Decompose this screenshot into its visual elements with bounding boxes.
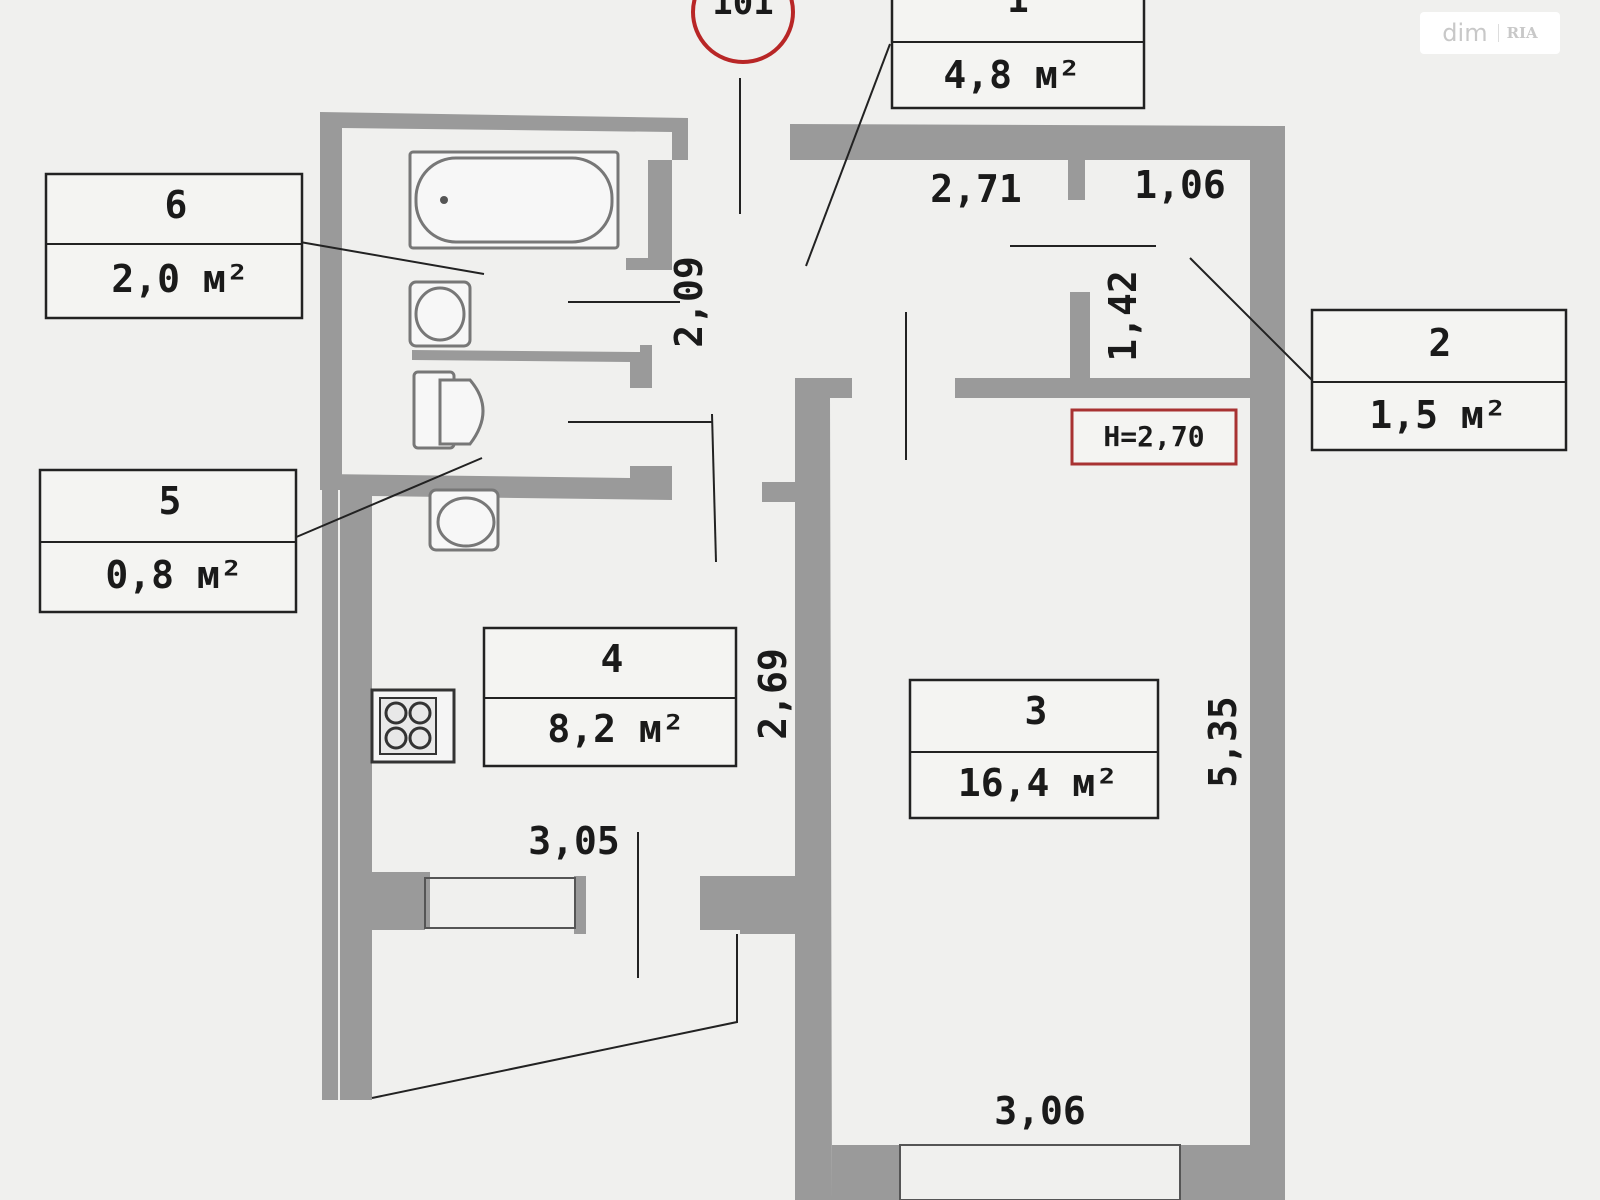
room-label-4: 4 8,2 м² xyxy=(482,626,738,768)
room-area: 0,8 м² xyxy=(105,553,242,597)
dimension-label: 1,42 xyxy=(1101,270,1145,362)
wc-sink-bowl xyxy=(436,496,496,548)
toilet-icon xyxy=(438,378,485,446)
dimension-label: 3,05 xyxy=(528,819,620,863)
kitchen-right-wall xyxy=(688,876,795,934)
room-area: 16,4 м² xyxy=(958,761,1118,805)
door-lines xyxy=(568,78,1156,978)
closet-wall xyxy=(955,292,1270,398)
room-number: 3 xyxy=(1025,689,1048,733)
right-top-wall xyxy=(790,124,1285,1200)
window-frame xyxy=(899,1144,1181,1200)
watermark-sub: RIA xyxy=(1497,24,1538,42)
room-label-3: 3 16,4 м² xyxy=(908,678,1160,820)
dimension-label: 2,69 xyxy=(751,648,795,740)
living-left-wall xyxy=(830,398,900,1200)
room-label-6: 6 2,0 м² xyxy=(44,172,304,320)
corridor-wall xyxy=(762,378,852,1200)
dimension-label: 1,06 xyxy=(1134,163,1226,207)
ceiling-height: H=2,70 xyxy=(1103,420,1204,453)
fixtures xyxy=(370,150,620,764)
dimension-label: 3,06 xyxy=(994,1089,1086,1133)
room-label-1: 1 4,8 м² xyxy=(890,0,1146,110)
room-number: 5 xyxy=(159,479,182,523)
bathtub-drain xyxy=(440,196,448,204)
room-area: 4,8 м² xyxy=(943,53,1080,97)
bathroom-sink-bowl xyxy=(414,286,466,342)
balcony-post-left xyxy=(360,872,425,930)
kitchen-top-wall xyxy=(322,466,672,500)
dimension-label: 2,09 xyxy=(667,256,711,348)
balcony-rail xyxy=(424,877,576,929)
bath-wall xyxy=(626,160,672,270)
walls xyxy=(320,112,1285,1200)
room-number: 4 xyxy=(601,637,624,681)
watermark-brand: dim xyxy=(1442,19,1488,47)
room-number: 1 xyxy=(1007,0,1029,21)
wc-wall xyxy=(412,345,652,388)
room-area: 2,0 м² xyxy=(111,257,248,301)
apartment-number: 101 xyxy=(712,0,773,23)
balcony-post-right xyxy=(574,876,586,934)
kitchen-wedge-edge xyxy=(371,934,738,1099)
room-number: 2 xyxy=(1429,321,1452,365)
bathtub-inner xyxy=(414,156,614,244)
leader-lines xyxy=(293,43,1313,539)
dimension-label: 2,71 xyxy=(930,167,1022,211)
ceiling-height-badge: H=2,70 xyxy=(1070,408,1238,466)
dimension-labels: 2,71 1,06 1,42 2,09 2,69 5,35 3,05 3,06 xyxy=(528,163,1245,1133)
room-area: 8,2 м² xyxy=(547,707,684,751)
apartment-number-circle xyxy=(691,0,795,64)
room-number: 6 xyxy=(165,183,188,227)
room-label-5: 5 0,8 м² xyxy=(38,468,298,614)
stove-icon xyxy=(370,688,456,764)
kitchen-left-wall xyxy=(340,490,430,1100)
room-label-2: 2 1,5 м² xyxy=(1310,308,1568,452)
dim-ria-watermark: dim RIA xyxy=(1420,12,1560,54)
room-area: 1,5 м² xyxy=(1369,393,1506,437)
living-right-jamb xyxy=(1180,1145,1250,1200)
dimension-label: 5,35 xyxy=(1201,696,1245,788)
